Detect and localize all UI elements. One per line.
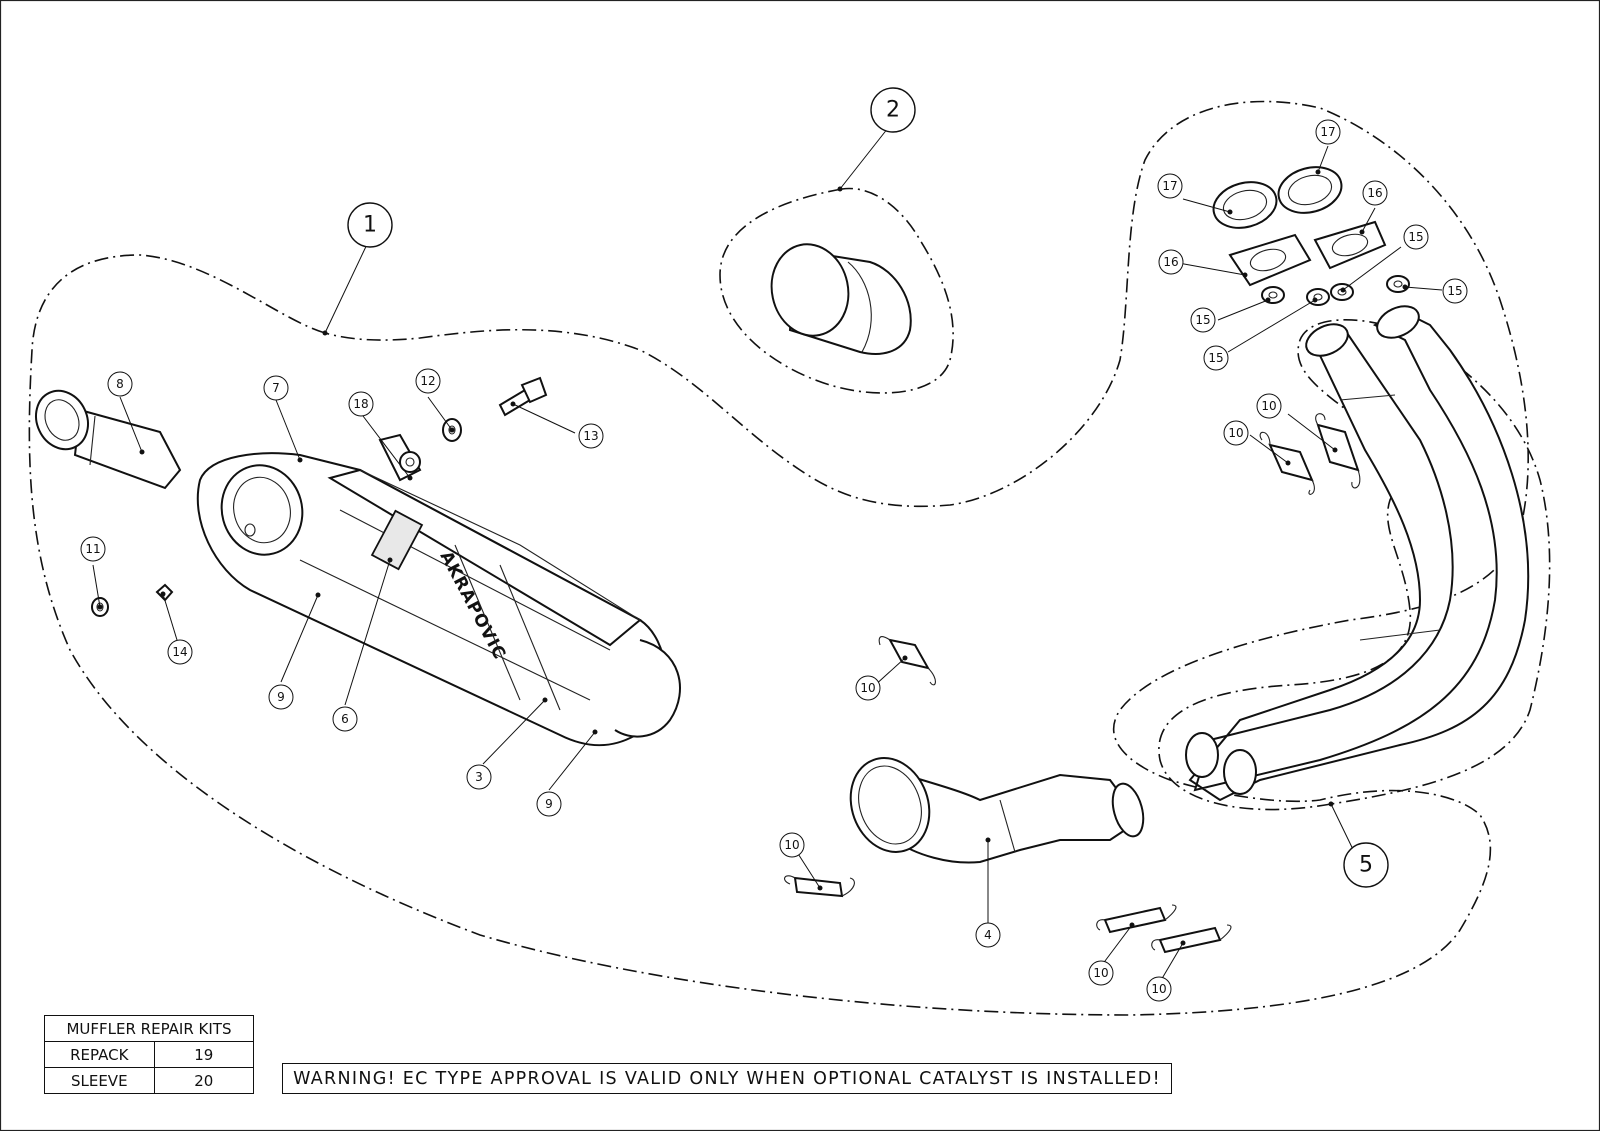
group-callout-5: 5 <box>1343 842 1389 888</box>
svg-text:9: 9 <box>277 690 285 704</box>
spring-part-5 <box>1096 904 1177 934</box>
callout-16-right: 16 <box>1362 180 1388 206</box>
kit-label-repack: REPACK <box>44 1041 155 1068</box>
catalyst-part <box>770 243 912 355</box>
callout-17-left: 17 <box>1157 173 1183 199</box>
svg-text:16: 16 <box>1163 255 1178 269</box>
callout-4: 4 <box>975 922 1001 948</box>
leader-group-2 <box>839 127 889 190</box>
callout-14: 14 <box>167 639 193 665</box>
link-pipe-part <box>849 757 1145 864</box>
svg-text:5: 5 <box>1359 853 1373 878</box>
callout-10-d: 10 <box>779 832 805 858</box>
callout-10-b: 10 <box>1256 393 1282 419</box>
svg-text:16: 16 <box>1367 186 1382 200</box>
end-cap-part <box>35 389 182 490</box>
svg-text:9: 9 <box>545 797 553 811</box>
table-row: SLEEVE 20 <box>44 1067 255 1094</box>
svg-text:11: 11 <box>85 542 100 556</box>
callout-18: 18 <box>348 391 374 417</box>
callout-17-right: 17 <box>1315 119 1341 145</box>
gasket-part-upper-right <box>1277 166 1343 214</box>
spring-part-1 <box>1259 431 1315 495</box>
svg-text:6: 6 <box>341 712 349 726</box>
group-1-outline <box>28 100 1529 1016</box>
svg-text:12: 12 <box>420 374 435 388</box>
muffler-part: AKRAPOVIC <box>196 452 681 747</box>
callout-15-c: 15 <box>1403 224 1429 250</box>
warning-notice: WARNING! EC TYPE APPROVAL IS VALID ONLY … <box>282 1063 1172 1094</box>
group-2-outline <box>719 187 954 394</box>
bolt-part <box>498 376 548 417</box>
svg-text:4: 4 <box>984 928 992 942</box>
kit-code-sleeve: 20 <box>153 1067 255 1094</box>
callout-15-a: 15 <box>1190 307 1216 333</box>
flange-part-right <box>1313 220 1387 270</box>
callout-6: 6 <box>332 706 358 732</box>
svg-text:15: 15 <box>1208 351 1223 365</box>
svg-text:15: 15 <box>1195 313 1210 327</box>
header-pipes-part <box>1185 305 1530 802</box>
svg-text:13: 13 <box>583 429 598 443</box>
svg-text:18: 18 <box>353 397 368 411</box>
mount-bracket-part <box>378 433 422 482</box>
svg-text:17: 17 <box>1320 125 1335 139</box>
svg-text:14: 14 <box>172 645 187 659</box>
gasket-part-upper-left <box>1212 181 1278 229</box>
muffler-repair-kits-table: MUFFLER REPAIR KITS REPACK 19 SLEEVE 20 <box>44 1015 255 1094</box>
kit-label-sleeve: SLEEVE <box>44 1067 155 1094</box>
group-callout-2: 2 <box>870 87 916 133</box>
table-row: REPACK 19 <box>44 1041 255 1068</box>
callout-9-lower: 9 <box>536 791 562 817</box>
svg-text:15: 15 <box>1408 230 1423 244</box>
callout-10-a: 10 <box>1223 420 1249 446</box>
callout-11: 11 <box>80 536 106 562</box>
callout-16-left: 16 <box>1158 249 1184 275</box>
svg-text:2: 2 <box>886 98 900 123</box>
callout-9-upper: 9 <box>268 684 294 710</box>
svg-text:1: 1 <box>363 213 377 238</box>
svg-text:10: 10 <box>1228 426 1243 440</box>
spring-part-3 <box>878 636 936 686</box>
group-callout-1: 1 <box>347 202 393 248</box>
kits-table-title: MUFFLER REPAIR KITS <box>44 1015 254 1042</box>
svg-text:8: 8 <box>116 377 124 391</box>
flange-nut-part-4 <box>1386 275 1410 293</box>
svg-text:3: 3 <box>475 770 483 784</box>
callout-8: 8 <box>107 371 133 397</box>
callout-3: 3 <box>466 764 492 790</box>
callout-10-e: 10 <box>1088 960 1114 986</box>
kit-code-repack: 19 <box>153 1041 255 1068</box>
callout-12: 12 <box>415 368 441 394</box>
spring-part-6 <box>1151 924 1232 954</box>
leader-group-1 <box>324 237 371 334</box>
svg-text:10: 10 <box>860 681 875 695</box>
svg-text:10: 10 <box>1261 399 1276 413</box>
callout-10-f: 10 <box>1146 976 1172 1002</box>
callout-15-d: 15 <box>1442 278 1468 304</box>
svg-text:10: 10 <box>1151 982 1166 996</box>
svg-text:7: 7 <box>272 381 280 395</box>
svg-text:10: 10 <box>784 838 799 852</box>
callout-7: 7 <box>263 375 289 401</box>
flange-part-left <box>1228 233 1312 287</box>
svg-text:15: 15 <box>1447 284 1462 298</box>
callout-15-b: 15 <box>1203 345 1229 371</box>
svg-text:10: 10 <box>1093 966 1108 980</box>
callout-10-c: 10 <box>855 675 881 701</box>
part-leaders <box>92 145 1443 988</box>
callout-13: 13 <box>578 423 604 449</box>
svg-text:17: 17 <box>1162 179 1177 193</box>
spring-part-2 <box>1315 413 1361 489</box>
